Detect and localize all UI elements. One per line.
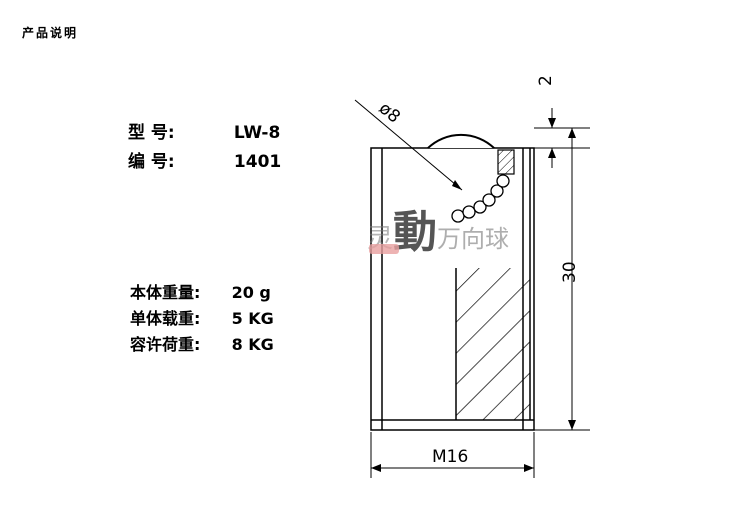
dimension-arrows: [371, 118, 576, 472]
dimension-lines: [354, 99, 590, 478]
spec-code: 编 号: 1401: [128, 147, 281, 172]
ball: [427, 133, 495, 149]
spec-weight-value: 20 g: [231, 283, 271, 302]
spec-model-label: 型 号:: [128, 123, 175, 143]
spec-load-label: 单体载重:: [130, 309, 201, 328]
spec-load-value: 5 KG: [231, 309, 274, 328]
spec-code-value: 1401: [233, 152, 282, 172]
spec-model-value: LW-8: [233, 123, 281, 143]
hatched-section: [456, 268, 530, 420]
seal-mark: [369, 244, 399, 254]
spec-code-label: 编 号:: [128, 152, 175, 172]
spec-allow-value: 8 KG: [231, 335, 274, 354]
small-balls: [451, 174, 510, 223]
spec-allow: 容许荷重: 8 KG: [130, 331, 274, 355]
page-title: 产品说明: [22, 26, 79, 40]
spec-model: 型 号: LW-8: [128, 118, 280, 143]
spec-allow-label: 容许荷重:: [130, 335, 201, 354]
dim-height: 30: [560, 261, 580, 283]
dim-ball-diameter: ø8: [375, 99, 404, 128]
seal-insert: [497, 149, 515, 175]
dim-protrusion: 2: [536, 75, 556, 86]
spec-weight-label: 本体重量:: [130, 283, 201, 302]
watermark: 灵動万向球: [367, 207, 510, 258]
spec-load: 单体载重: 5 KG: [130, 305, 274, 329]
spec-weight: 本体重量: 20 g: [130, 279, 271, 303]
dim-thread: M16: [432, 447, 468, 467]
